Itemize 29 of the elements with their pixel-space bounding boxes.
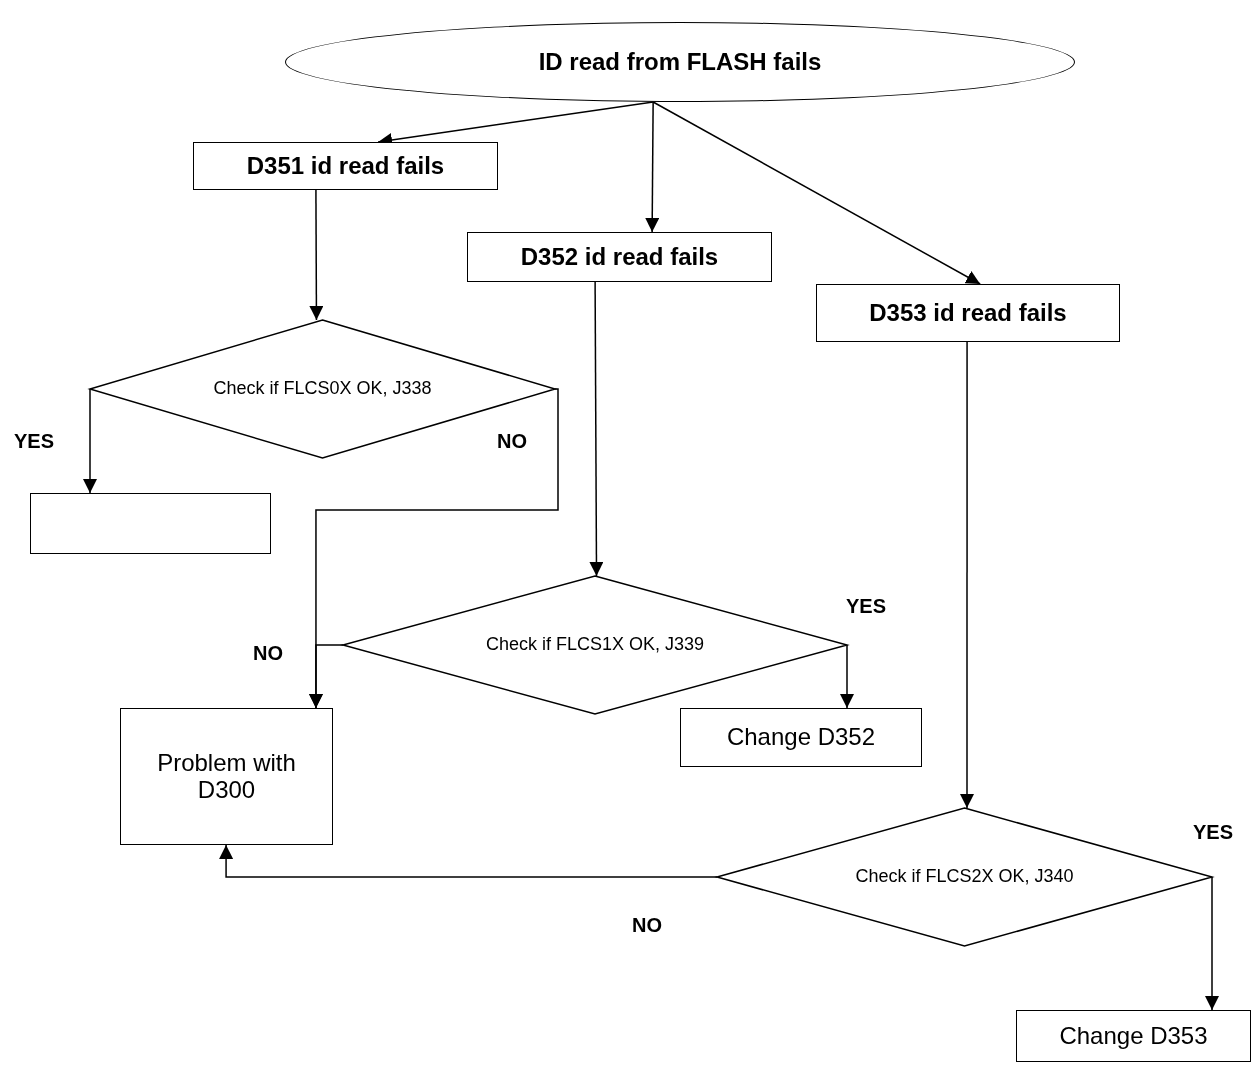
node-label: D351 id read fails [246, 152, 445, 180]
arrow [960, 341, 974, 809]
node-label: Change D352 [726, 724, 876, 751]
node-label: D352 id read fails [520, 243, 719, 271]
node-label: Change D353 [1059, 1022, 1208, 1050]
node-label: ID read from FLASH fails [538, 48, 822, 76]
arrow [589, 281, 604, 577]
node-label: D353 id read fails [869, 299, 1067, 327]
node-label: Check if FLCS1X OK, J339 [485, 635, 705, 655]
process-box [193, 142, 498, 190]
process-box [1016, 1010, 1251, 1062]
arrow [309, 189, 324, 321]
arrow [1205, 876, 1219, 1011]
arrow [652, 101, 981, 285]
arrow [840, 644, 854, 709]
arrow [219, 844, 718, 878]
process-box [680, 708, 922, 767]
process-box [467, 232, 772, 282]
arrow [645, 101, 660, 233]
decision-diamond [90, 320, 555, 458]
arrow [308, 644, 344, 709]
empty-box [30, 493, 271, 554]
node-label: Check if FLCS0X OK, J338 [213, 379, 432, 399]
process-box [816, 284, 1120, 342]
node-label: Problem with D300 [156, 750, 297, 803]
process-box [120, 708, 333, 845]
arrow [83, 388, 97, 494]
node-label: Check if FLCS2X OK, J340 [855, 867, 1074, 887]
decision-diamond [343, 576, 847, 714]
